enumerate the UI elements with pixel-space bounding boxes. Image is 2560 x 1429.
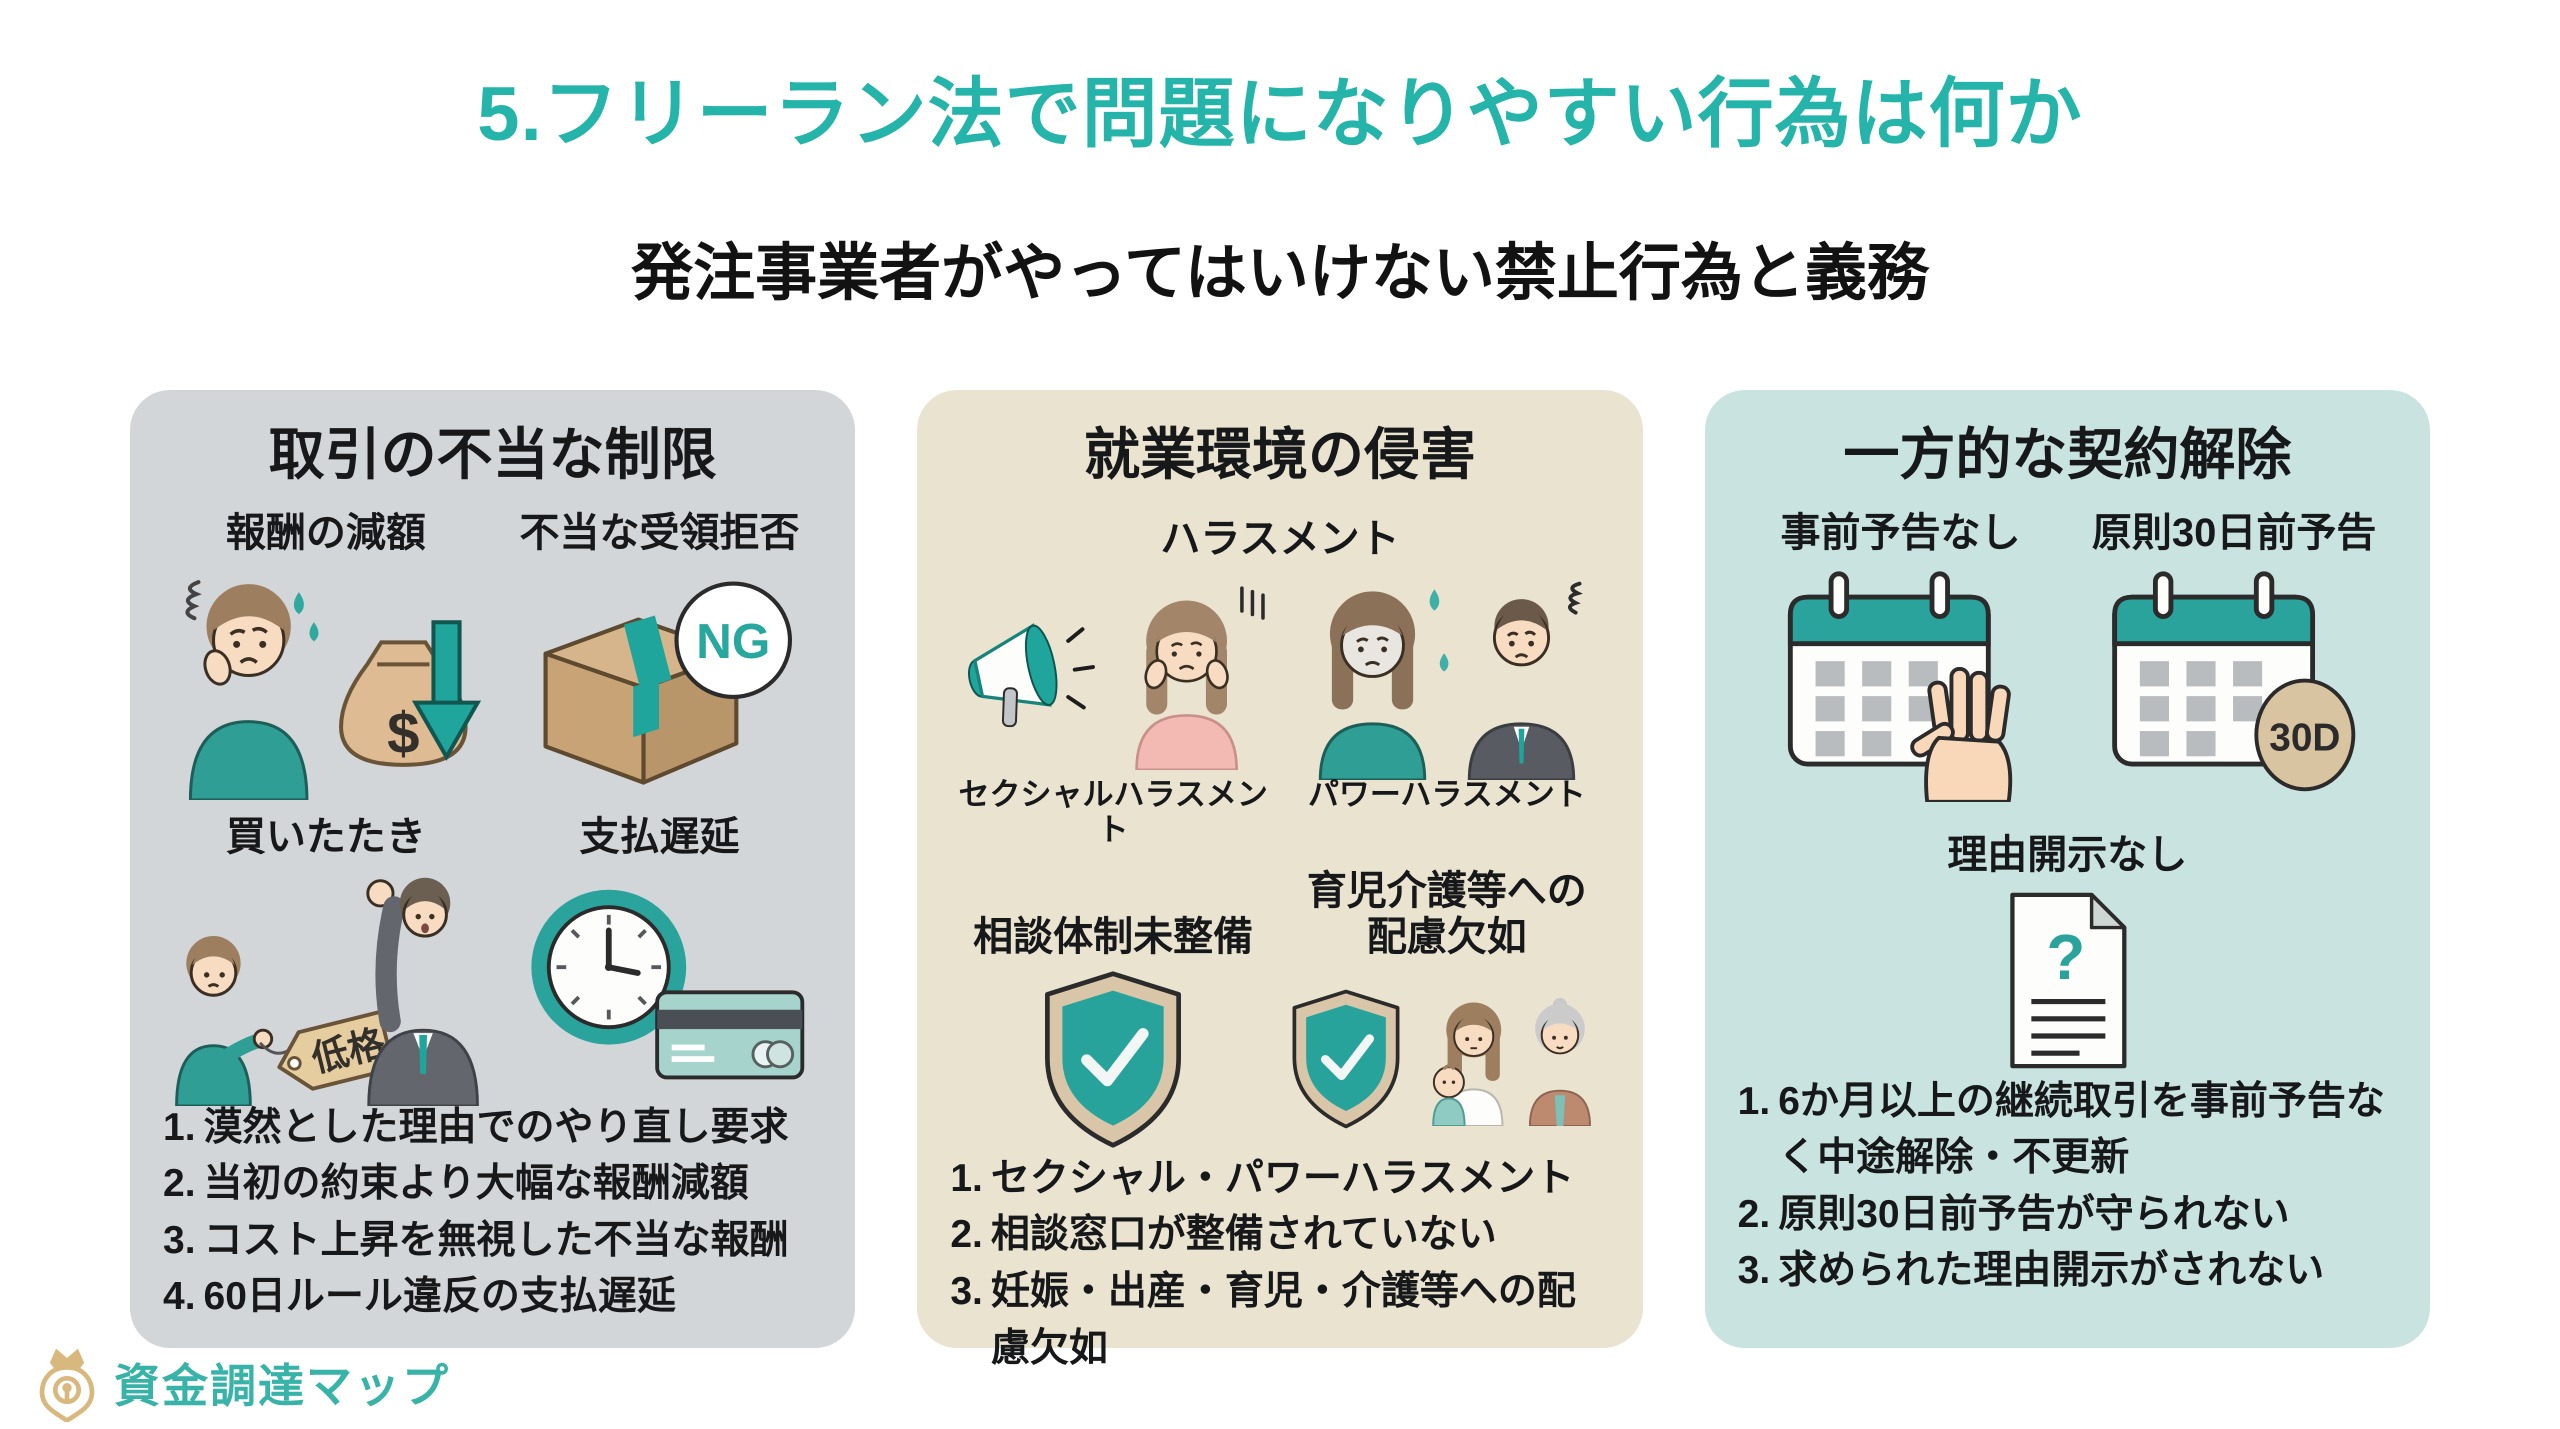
price-tag-haggle-icon: 低格 xyxy=(175,877,479,1106)
cards-row: 取引の不当な制限 報酬の減額 不当な受領拒否 xyxy=(130,390,2430,1370)
label-payment-delay: 支払遅延 xyxy=(579,814,740,859)
point-text: 求められた理由開示がされない xyxy=(1778,1249,2325,1293)
point-number: 3. xyxy=(163,1218,196,1262)
list-item: 1.漠然とした理由でのやり直し要求 xyxy=(163,1100,822,1157)
point-text: コスト上昇を無視した不当な報酬 xyxy=(203,1218,789,1262)
clock-credit-card-icon xyxy=(531,889,804,1080)
label-price-beating: 買いたたき xyxy=(225,814,426,859)
dollar-sign: $ xyxy=(387,700,419,765)
point-number: 2. xyxy=(950,1213,983,1257)
point-number: 1. xyxy=(950,1156,983,1200)
list-item: 3.求められた理由開示がされない xyxy=(1738,1243,2397,1300)
point-number: 1. xyxy=(163,1105,196,1149)
card-points: 1.漠然とした理由でのやり直し要求 2.当初の約束より大幅な報酬減額 3.コスト… xyxy=(163,1100,822,1326)
label-unjust-refusal: 不当な受領拒否 xyxy=(519,510,800,555)
label-pay-reduction: 報酬の減額 xyxy=(225,510,426,555)
card-unfair-trade-restriction: 取引の不当な制限 報酬の減額 不当な受領拒否 xyxy=(130,390,856,1348)
label-power-harassment: パワーハラスメント xyxy=(1307,776,1586,812)
point-number: 3. xyxy=(950,1269,983,1313)
point-text: 原則30日前予告が守られない xyxy=(1778,1192,2290,1236)
point-number: 3. xyxy=(1737,1249,1771,1293)
document-question-icon: ? xyxy=(2010,892,2127,1069)
card-points: 1.セクシャル・パワーハラスメント 2.相談窓口が整備されていない 3.妊娠・出… xyxy=(950,1151,1609,1377)
brand-name: 資金調達マップ xyxy=(114,1360,450,1412)
point-text: 漠然とした理由でのやり直し要求 xyxy=(203,1105,789,1149)
point-text: 妊娠・出産・育児・介護等への配慮欠如 xyxy=(990,1269,1576,1370)
point-text: 相談窓口が整備されていない xyxy=(990,1213,1497,1257)
ng-text: NG xyxy=(697,613,771,668)
card-title: 取引の不当な制限 xyxy=(268,423,717,486)
calendar-30d-icon: 30D xyxy=(2112,571,2356,791)
ng-box-icon: NG xyxy=(543,581,793,785)
card-unilateral-termination: 一方的な契約解除 事前予告なし 原則30日前予告 xyxy=(1704,390,2430,1348)
card-points: 1.6か月以上の継続取引を事前予告なく中途解除・不更新 2.原則30日前予告が守… xyxy=(1738,1074,2397,1300)
card-title: 一方的な契約解除 xyxy=(1843,423,2292,486)
distressed-woman-icon xyxy=(1135,586,1265,771)
point-text: セクシャル・パワーハラスメント xyxy=(990,1156,1575,1200)
list-item: 2.相談窓口が整備されていない xyxy=(950,1207,1609,1264)
thirty-days-text: 30D xyxy=(2269,716,2340,759)
label-no-reason-disclosure: 理由開示なし xyxy=(1947,832,2188,877)
megaphone-icon xyxy=(968,623,1096,728)
point-text: 60日ルール違反の支払遅延 xyxy=(203,1275,676,1319)
shield-check-icon xyxy=(1045,971,1182,1148)
label-sexual-harassment: セクシャルハラスメント xyxy=(958,776,1268,848)
calendar-hand-icon xyxy=(1788,571,2013,802)
list-item: 4.60日ルール違反の支払遅延 xyxy=(163,1269,822,1326)
label-no-advance-notice: 事前予告なし xyxy=(1780,510,2021,555)
brand-logo: 資金調達マップ xyxy=(34,1344,450,1422)
point-number: 1. xyxy=(1737,1079,1771,1123)
point-text: 当初の約束より大幅な報酬減額 xyxy=(203,1162,749,1206)
map-pin-crown-logo-icon xyxy=(39,1348,95,1422)
question-mark-text: ? xyxy=(2046,922,2085,993)
label-no-consultation-system: 相談体制未整備 xyxy=(973,914,1254,959)
card-work-environment-violation: 就業環境の侵害 ハラスメント xyxy=(917,390,1643,1370)
point-number: 2. xyxy=(163,1162,196,1206)
list-item: 3.コスト上昇を無視した不当な報酬 xyxy=(163,1213,822,1270)
card-title: 就業環境の侵害 xyxy=(1083,423,1476,486)
shield-check-icon xyxy=(1292,990,1400,1129)
page-subtitle: 発注事業者がやってはいけない禁止行為と義務 xyxy=(631,239,1929,308)
distressed-pair-icon xyxy=(1318,581,1583,780)
list-item: 2.原則30日前予告が守られない xyxy=(1738,1187,2397,1244)
list-item: 1.セクシャル・パワーハラスメント xyxy=(950,1151,1609,1208)
point-number: 2. xyxy=(1737,1192,1771,1236)
worried-person-money-bag-icon: $ xyxy=(185,579,481,800)
family-care-icon xyxy=(1432,998,1591,1127)
list-item: 1.6か月以上の継続取引を事前予告なく中途解除・不更新 xyxy=(1738,1074,2397,1187)
point-text: 6か月以上の継続取引を事前予告なく中途解除・不更新 xyxy=(1778,1079,2385,1180)
page-title: 5.フリーラン法で問題になりやすい行為は何か xyxy=(477,72,2083,157)
label-30days-notice: 原則30日前予告 xyxy=(2091,510,2377,555)
list-item: 3.妊娠・出産・育児・介護等への配慮欠如 xyxy=(950,1264,1609,1377)
label-care-neglect: 育児介護等への配慮欠如 xyxy=(1306,868,1587,959)
label-harassment: ハラスメント xyxy=(1160,516,1400,561)
list-item: 2.当初の約束より大幅な報酬減額 xyxy=(163,1156,822,1213)
point-number: 4. xyxy=(163,1275,196,1319)
